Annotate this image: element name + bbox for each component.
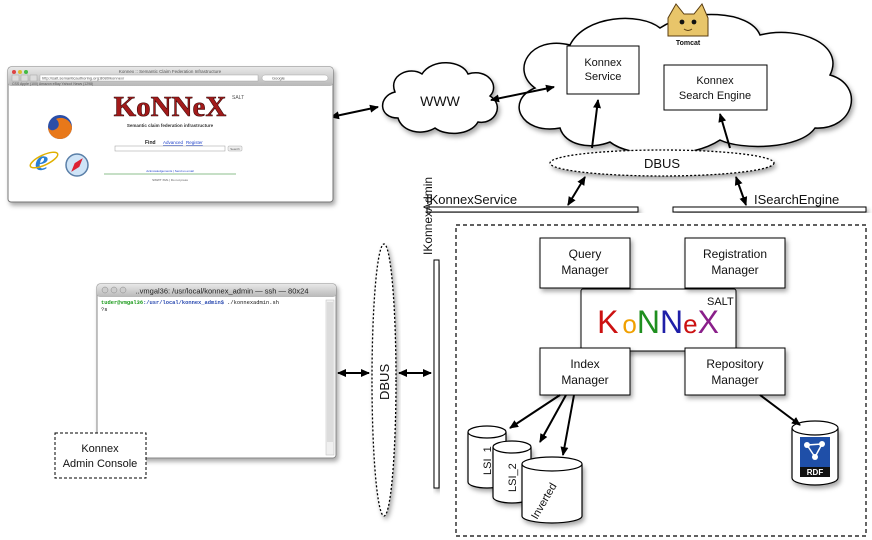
registration-manager-label-1: Registration [703, 247, 767, 261]
browser-search-field[interactable] [261, 74, 329, 82]
browser-query-input[interactable] [114, 145, 226, 152]
dbus-side-label: DBUS [377, 364, 392, 400]
browser-find: Find [145, 140, 156, 146]
query-manager-label-1: Query [569, 247, 602, 261]
browser-advanced-link[interactable]: Advanced [163, 140, 184, 145]
terminal-output: ?s [101, 307, 107, 313]
search-engine-box: Konnex Search Engine [663, 64, 768, 111]
arrows-top [330, 84, 748, 206]
interface-service-label: IKonnexService [426, 192, 517, 207]
konnex-salt-label: SALT [707, 296, 734, 308]
url-field[interactable] [39, 74, 259, 82]
browser-title: Konnex :: Semantic Claim Federation Infr… [119, 69, 222, 74]
logo-letter-x: X [698, 304, 719, 340]
tomcat-icon: Tomcat [667, 3, 709, 47]
dbus-top: DBUS [549, 149, 775, 177]
url-text: http://salt.semanticauthoring.org:8080/k… [42, 76, 125, 81]
admin-console-label-2: Admin Console [63, 458, 138, 470]
svg-text:tuder@vmgal36:/usr/local/konne: tuder@vmgal36:/usr/local/konnex_admin$ .… [101, 300, 279, 306]
query-manager-box: Query Manager [539, 237, 631, 289]
rdf-cylinder: RDF [791, 420, 839, 486]
browser-salt: SALT [232, 95, 244, 101]
browser-footer-2: SWWT XML | Do not press [152, 178, 188, 182]
terminal-path: :/usr/local/konnex_admin$ [143, 300, 225, 306]
logo-letter-n2: N [660, 304, 683, 340]
dbus-top-label: DBUS [644, 156, 680, 171]
browser-window: Konnex :: Semantic Claim Federation Infr… [7, 66, 334, 203]
firefox-icon [48, 115, 72, 139]
admin-console-label-1: Konnex [81, 443, 119, 455]
www-cloud: WWW [381, 62, 499, 135]
inverted-cylinder: Inverted [521, 456, 583, 524]
safari-icon [65, 153, 89, 177]
search-engine-label-2: Search Engine [679, 90, 751, 102]
tomcat-label: Tomcat [676, 40, 701, 47]
index-manager-box: Index Manager [539, 347, 631, 396]
terminal-prompt: tuder@vmgal36 [101, 300, 143, 306]
logo-letter-n1: N [637, 304, 660, 340]
interface-bars [426, 206, 867, 489]
terminal-window: ..vmgal36: /usr/local/konnex_admin — ssh… [96, 283, 337, 459]
dbus-side: DBUS [371, 243, 397, 517]
konnex-core-boundary [455, 224, 867, 537]
admin-console-box: Konnex Admin Console [54, 432, 147, 479]
rdf-icon: RDF [800, 437, 830, 477]
www-label: WWW [420, 93, 460, 109]
browser-search-placeholder: Google [272, 76, 286, 81]
rdf-label: RDF [807, 468, 824, 477]
terminal-command: ./konnexadmin.sh [224, 300, 279, 306]
konnex-service-label-2: Service [585, 71, 622, 83]
bookmarks-bar: CSS Apple (100) Amazon eBay Yahoo! News … [12, 82, 93, 86]
logo-letter-k: K [597, 304, 618, 340]
browser-register-link[interactable]: Register [186, 140, 203, 145]
logo-letter-e: e [683, 309, 697, 339]
browser-tagline: Semantic claim federation infrastructure [127, 123, 214, 128]
query-manager-label-2: Manager [561, 263, 608, 277]
lsi2-label: LSI_2 [507, 463, 519, 492]
browser-footer-1: Acknowledgements | Send us email [146, 169, 194, 173]
registration-manager-box: Registration Manager [684, 237, 786, 289]
interface-search-label: ISearchEngine [754, 192, 839, 207]
browser-search-button-label: Search [230, 147, 240, 151]
index-manager-label-2: Manager [561, 373, 608, 387]
repository-manager-box: Repository Manager [684, 347, 786, 396]
arrows-core [509, 394, 801, 456]
repository-manager-label-2: Manager [711, 373, 758, 387]
lsi1-label: LSI_1 [482, 446, 494, 475]
interface-admin-label: IKonnexAdmin [421, 177, 435, 255]
browser-search-button[interactable] [227, 145, 243, 152]
terminal-title: ..vmgal36: /usr/local/konnex_admin — ssh… [135, 287, 308, 296]
konnex-service-box: Konnex Service [566, 45, 640, 95]
svg-text:e: e [35, 144, 48, 177]
index-manager-label-1: Index [570, 357, 599, 371]
registration-manager-label-2: Manager [711, 263, 758, 277]
logo-letter-o: o [622, 309, 636, 339]
konnex-service-label-1: Konnex [584, 57, 622, 69]
search-engine-label-1: Konnex [696, 75, 734, 87]
internet-explorer-icon: e [29, 144, 59, 177]
browser-logo: KoNNeX [114, 91, 227, 123]
svg-text:KoNNeX: KoNNeX [597, 304, 719, 340]
repository-manager-label-1: Repository [706, 357, 763, 371]
